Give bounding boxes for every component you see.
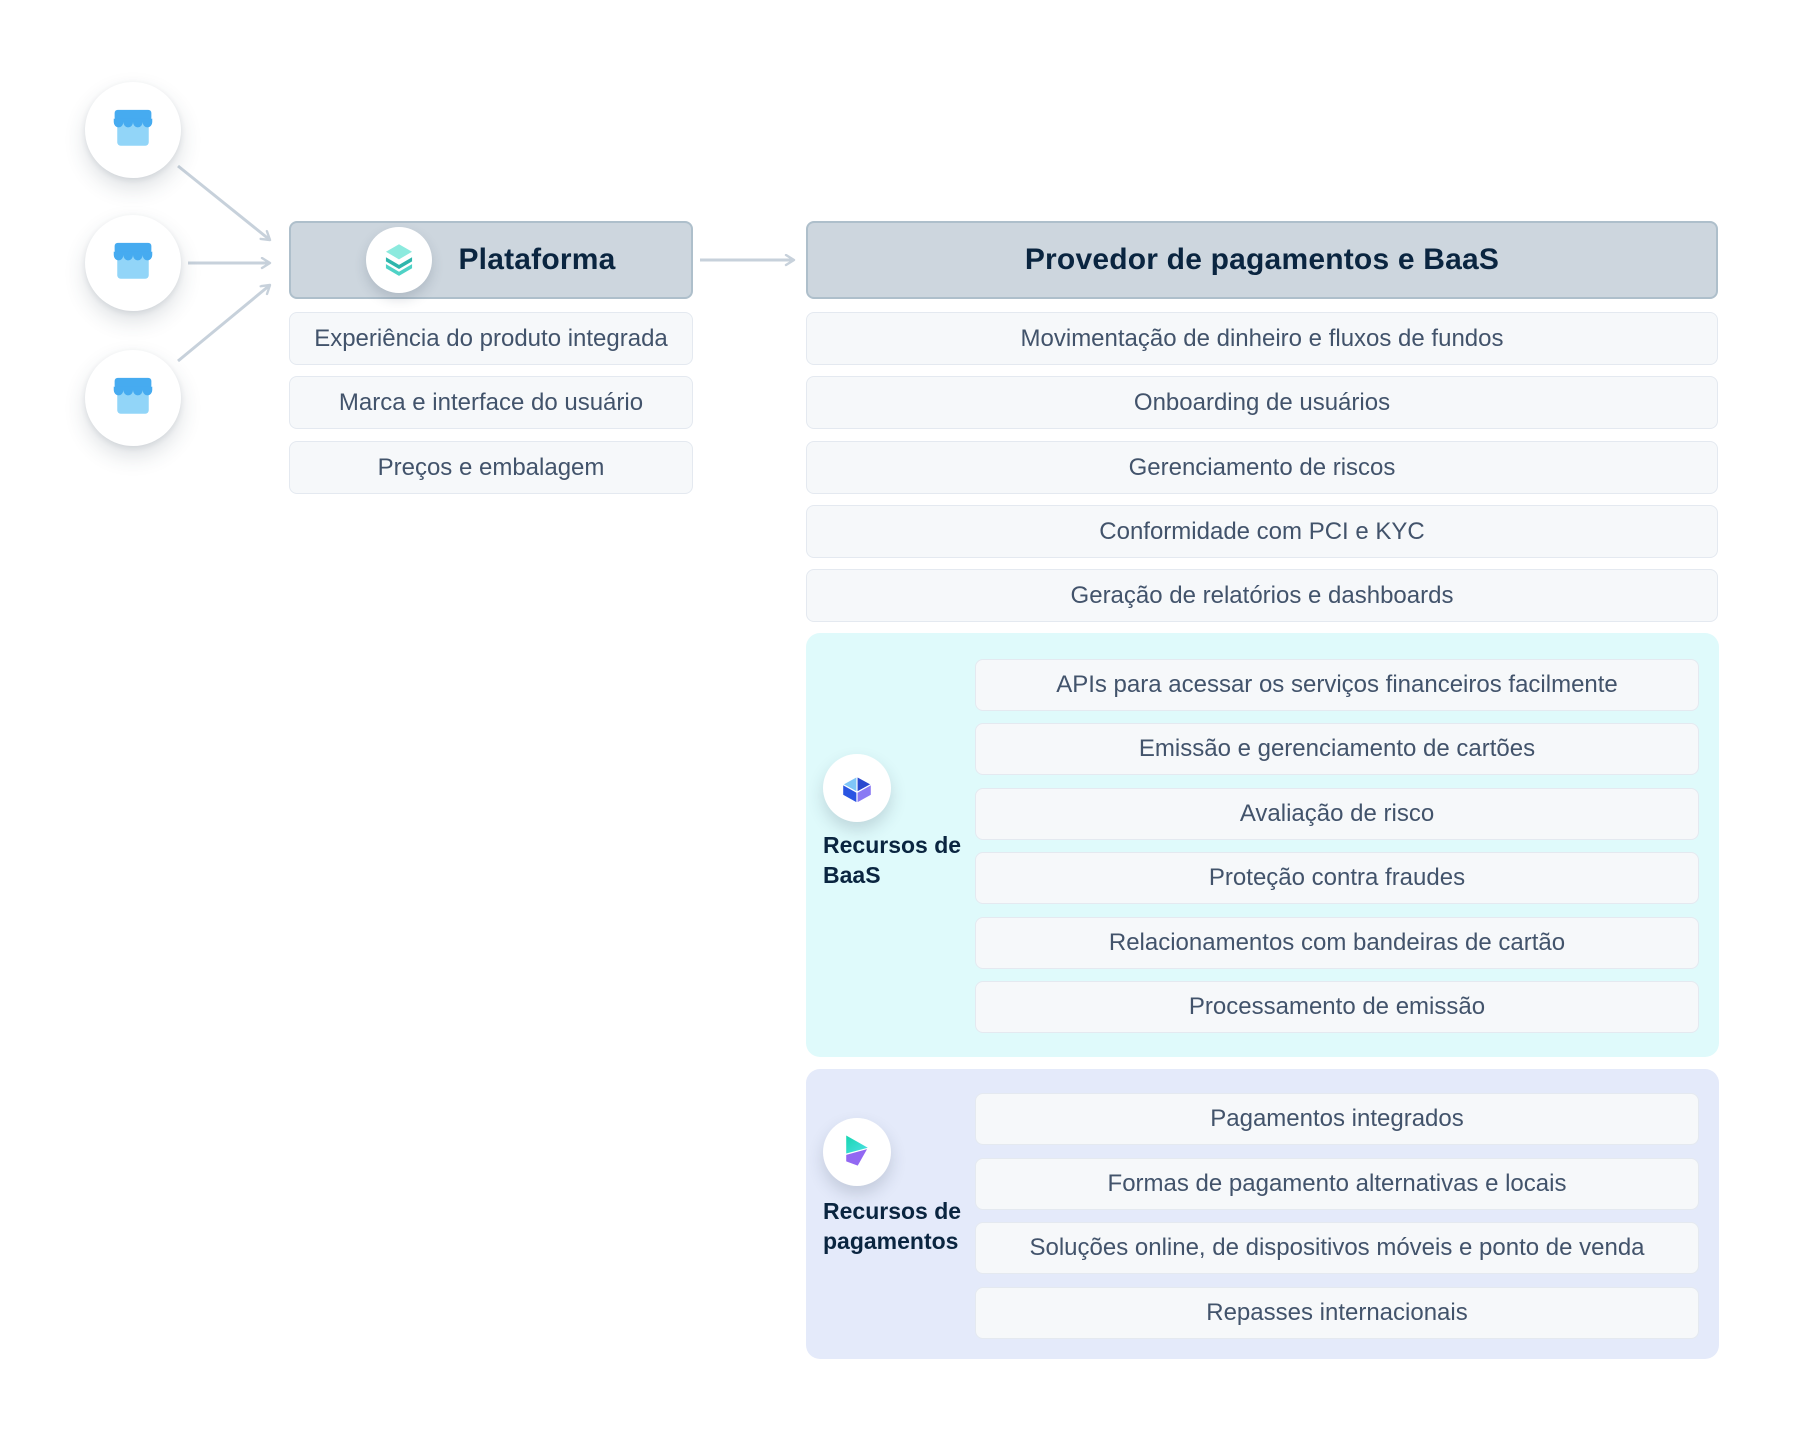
baas-label-line1: Recursos de — [823, 832, 962, 858]
merchant-circle — [85, 82, 181, 178]
baas-item: Relacionamentos com bandeiras de cartão — [975, 917, 1699, 969]
payments-item: Pagamentos integrados — [975, 1093, 1699, 1145]
baas-item: Emissão e gerenciamento de cartões — [975, 723, 1699, 775]
layers-icon-circle — [366, 227, 433, 293]
merchant-circle — [85, 350, 181, 446]
cube-3d-icon — [842, 775, 872, 804]
merchant-circle — [85, 215, 181, 311]
payments-label: Recursos de pagamentos — [823, 1196, 961, 1257]
provider-title: Provedor de pagamentos e BaaS — [1024, 243, 1500, 276]
platform-title: Plataforma — [458, 243, 616, 276]
payments-item: Repasses internacionais — [975, 1287, 1699, 1339]
provider-item: Movimentação de dinheiro e fluxos de fun… — [806, 312, 1718, 365]
baas-item: Proteção contra fraudes — [975, 852, 1699, 904]
provider-item: Geração de relatórios e dashboards — [806, 569, 1718, 622]
payments-label-line1: Recursos de — [823, 1198, 962, 1224]
provider-header: Provedor de pagamentos e BaaS — [806, 221, 1718, 299]
baas-label: Recursos de BaaS — [823, 830, 961, 891]
baas-item: Processamento de emissão — [975, 981, 1699, 1033]
platform-item: Marca e interface do usuário — [289, 376, 693, 429]
payments-label-line2: pagamentos — [823, 1228, 959, 1255]
baas-icon-circle — [823, 754, 891, 822]
payments-item: Formas de pagamento alternativas e locai… — [975, 1158, 1699, 1210]
provider-item: Gerenciamento de riscos — [806, 441, 1718, 494]
payments-icon-circle — [823, 1118, 891, 1186]
platform-header: Plataforma — [289, 221, 693, 299]
baas-item: APIs para acessar os serviços financeiro… — [975, 659, 1699, 711]
provider-item: Conformidade com PCI e KYC — [806, 505, 1718, 558]
storefront-icon — [113, 377, 153, 414]
platform-item: Preços e embalagem — [289, 441, 693, 494]
baas-item: Avaliação de risco — [975, 788, 1699, 840]
layers-icon — [386, 244, 413, 276]
platform-item: Experiência do produto integrada — [289, 312, 693, 365]
payments-triangles-icon — [846, 1135, 868, 1166]
arrow-merchant3-to-platform — [177, 285, 270, 363]
provider-item: Onboarding de usuários — [806, 376, 1718, 429]
storefront-icon — [113, 109, 153, 146]
storefront-icon — [113, 242, 153, 279]
arrow-merchant1-to-platform — [177, 164, 270, 240]
payments-item: Soluções online, de dispositivos móveis … — [975, 1222, 1699, 1274]
baas-label-line2: BaaS — [823, 862, 881, 889]
